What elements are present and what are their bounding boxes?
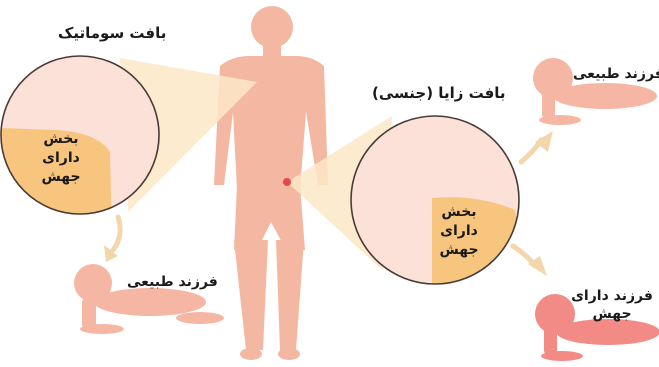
somatic-mutation-line-2: دارای: [26, 149, 96, 168]
offspring-mutant-line-1: فرزند دارای: [565, 287, 659, 305]
arrow-somatic-to-offspring: [113, 217, 120, 250]
label-somatic-mutation: بخش دارای جهش: [26, 130, 96, 187]
germ-mutation-line-3: جهش: [424, 241, 494, 260]
offspring-mutant-line-2: جهش: [565, 305, 659, 323]
somatic-mutation-line-1: بخش: [26, 130, 96, 149]
label-somatic-tissue: بافت سوماتیک: [58, 24, 166, 42]
label-offspring-normal-left: فرزند طبیعی: [127, 274, 218, 290]
germ-mutation-line-2: دارای: [424, 222, 494, 241]
somatic-mutation-line-3: جهش: [26, 168, 96, 187]
label-offspring-mutant: فرزند دارای جهش: [565, 287, 659, 323]
germ-cell-marker: [283, 178, 291, 186]
label-germ-mutation: بخش دارای جهش: [424, 203, 494, 260]
germ-mutation-line-1: بخش: [424, 203, 494, 222]
label-germ-tissue: بافت زایا (جنسی): [372, 84, 506, 102]
label-offspring-normal-right: فرزند طبیعی: [573, 66, 659, 82]
